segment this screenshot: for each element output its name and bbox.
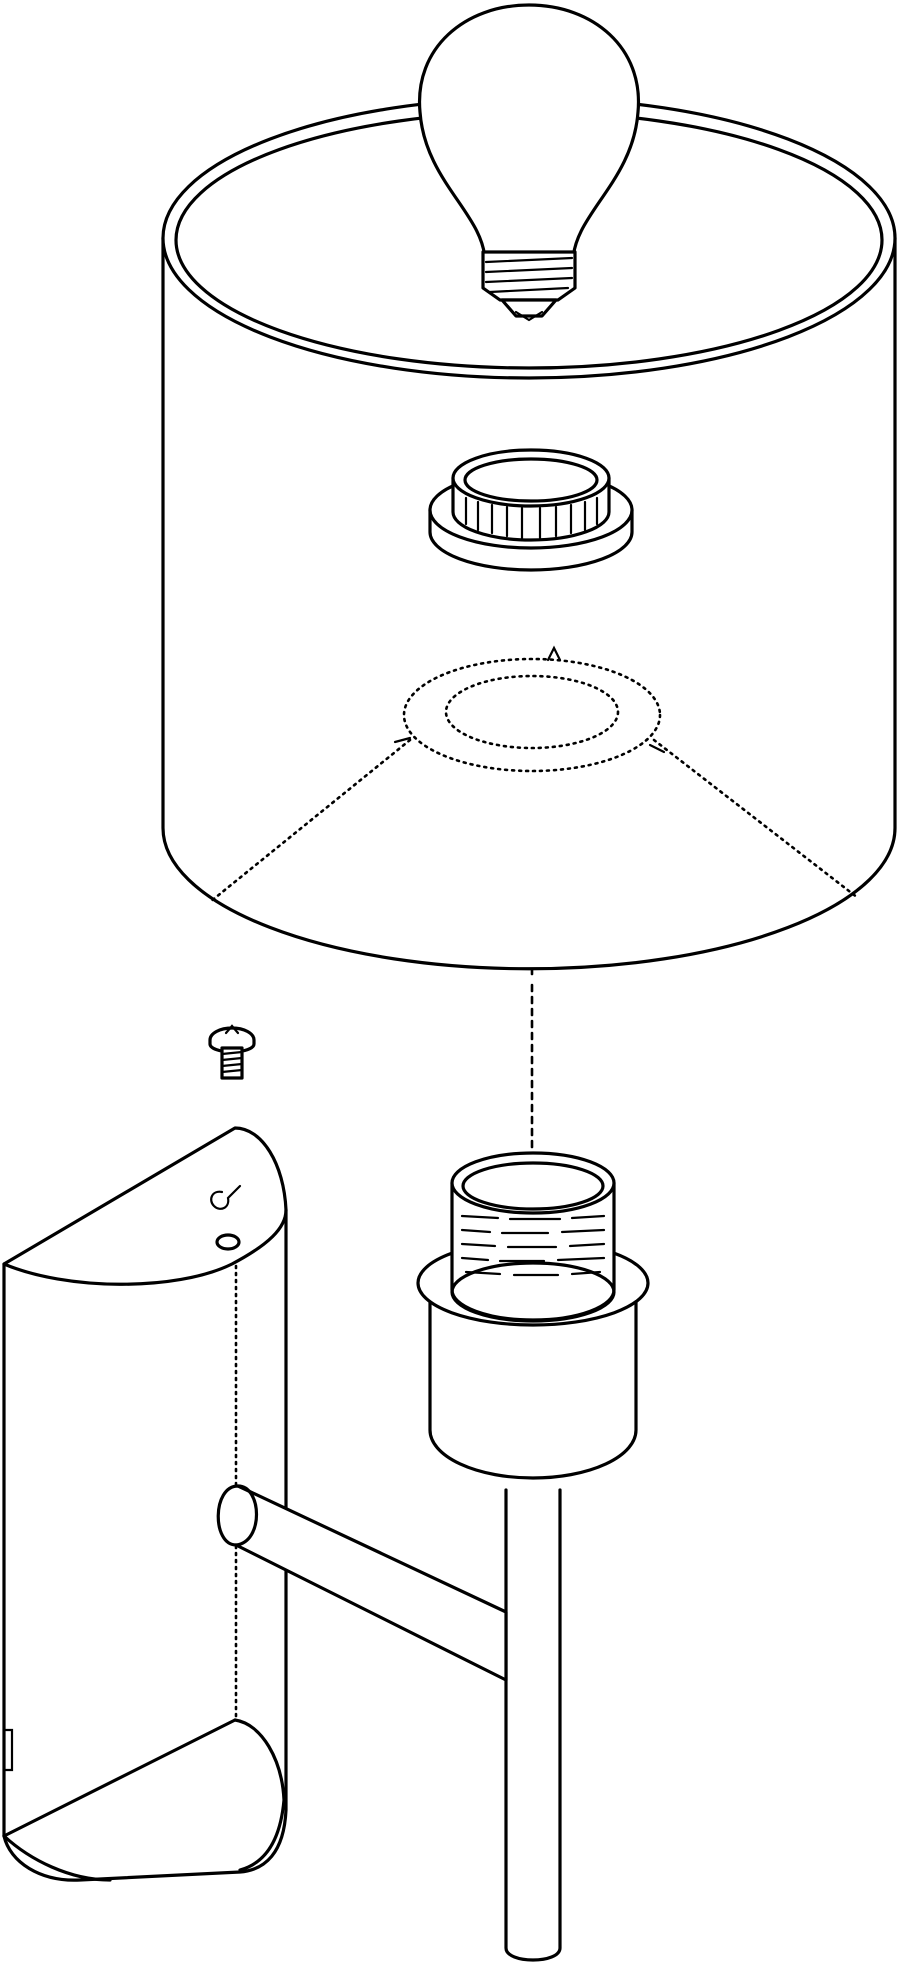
arm-rod-icon (216, 1484, 562, 1962)
mounting-holes (210, 1184, 242, 1251)
screw-icon (208, 1024, 256, 1080)
socket-icon (416, 1151, 650, 1480)
ring-knurling (464, 496, 599, 540)
light-bulb-icon (417, 3, 641, 322)
socket-thread (460, 1214, 606, 1277)
shade-frame-hidden (208, 645, 860, 904)
threaded-ring-icon (428, 448, 634, 572)
bulb-thread (484, 256, 574, 294)
